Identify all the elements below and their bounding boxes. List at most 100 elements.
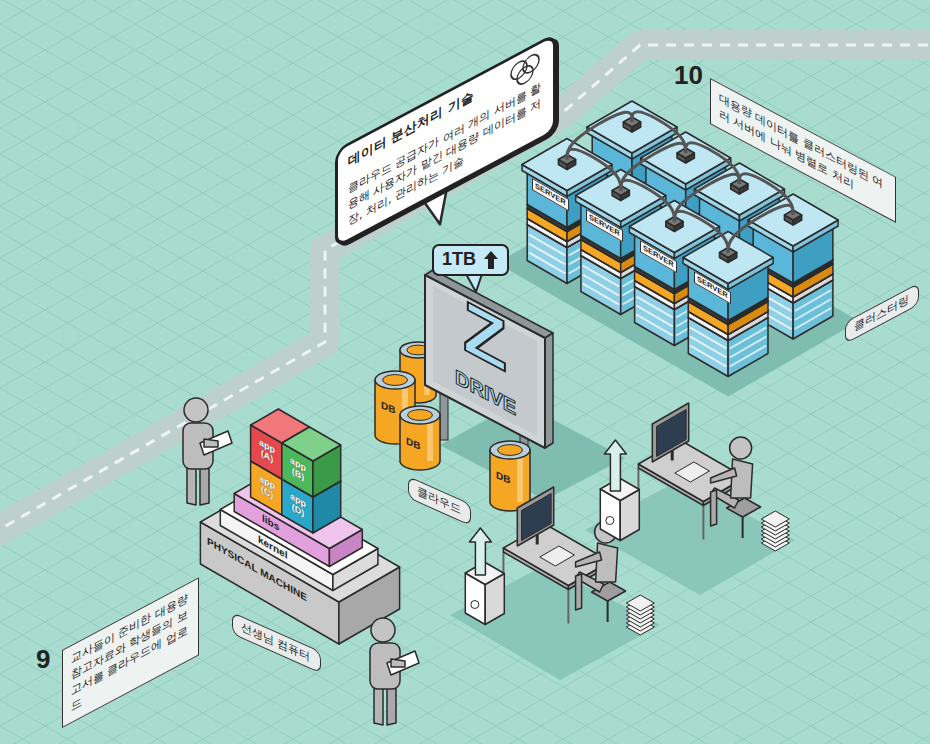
cable	[567, 112, 632, 159]
grid-line	[0, 726, 930, 744]
desk-leg	[702, 506, 704, 540]
sign-panel	[425, 275, 545, 448]
db-lid	[498, 445, 523, 456]
grid-line	[0, 232, 930, 744]
server-stripe	[529, 253, 565, 274]
grid-line	[0, 423, 930, 744]
person	[576, 574, 582, 610]
db-lid	[383, 375, 408, 386]
grid-line	[0, 0, 930, 492]
upload-arrow	[604, 440, 626, 491]
callout-number: 9	[36, 646, 50, 672]
person	[711, 468, 737, 483]
person	[374, 685, 383, 725]
keyboard	[540, 546, 575, 566]
person	[711, 490, 717, 526]
monitor	[652, 403, 688, 462]
grid-line	[0, 50, 930, 587]
server-stripe	[730, 337, 766, 358]
cable	[621, 143, 686, 190]
grid-line	[0, 475, 930, 744]
db-highlight	[427, 419, 433, 461]
person	[391, 659, 405, 667]
server-stripe	[795, 299, 831, 320]
cable	[674, 174, 739, 221]
grid-line	[0, 59, 930, 596]
grid-line	[0, 0, 930, 457]
monitor-stand	[671, 451, 674, 461]
grid-line	[0, 735, 930, 744]
desk-leg	[567, 590, 569, 624]
grid-line	[0, 241, 930, 744]
person-head	[184, 398, 208, 422]
server-stripe	[636, 306, 672, 327]
person	[576, 552, 602, 567]
grid-line	[0, 0, 930, 405]
grid-line	[0, 709, 930, 744]
db-lid	[375, 371, 415, 389]
grid-line	[0, 0, 930, 466]
note-box: 교사들이 준비한 대용량 참고자료와 학생들의 보고서를 클라우드에 업로드	[62, 577, 199, 728]
server-stripe	[795, 308, 831, 329]
capacity-bubble: 1TB	[432, 244, 509, 276]
server-stripe	[730, 346, 766, 367]
pc-button	[471, 601, 479, 609]
server-stripe	[529, 244, 565, 265]
cloud-storage	[375, 270, 553, 511]
grid-line	[0, 310, 930, 744]
physical-machine	[183, 398, 419, 725]
capacity-text: 1TB	[442, 249, 477, 271]
grid-line	[0, 518, 930, 744]
db-lid	[400, 406, 440, 424]
cable	[621, 180, 675, 221]
road-dash	[0, 45, 930, 535]
paper-stack	[626, 595, 654, 611]
cable	[739, 174, 793, 215]
plate-text: 클러스터링	[854, 291, 910, 335]
tablet	[387, 651, 419, 675]
person	[200, 465, 209, 505]
server-stripe	[636, 315, 672, 336]
grid-line	[0, 319, 930, 744]
grid-line	[0, 683, 930, 744]
grid-line	[0, 24, 930, 561]
grid-line	[0, 258, 930, 744]
cable	[567, 149, 621, 190]
upload-arrow	[469, 528, 491, 575]
person	[596, 543, 618, 582]
person	[204, 439, 218, 447]
up-arrow-icon	[483, 250, 499, 270]
grid-line	[0, 0, 930, 24]
grid-line	[0, 362, 930, 744]
grid-line	[0, 440, 930, 744]
server-stripe	[690, 337, 726, 358]
monitor-stand	[536, 535, 539, 545]
person-head	[371, 618, 395, 642]
server-stripe	[583, 275, 619, 296]
db-lid	[408, 410, 433, 421]
db-lid	[490, 441, 530, 459]
callout-number: 10	[674, 62, 703, 88]
cable	[686, 143, 740, 184]
grid-line	[0, 137, 930, 674]
keyboard	[675, 462, 710, 482]
workstations	[465, 403, 789, 635]
grid-line	[0, 33, 930, 570]
person	[387, 685, 396, 725]
up-arrow	[484, 251, 498, 269]
grid-line	[0, 111, 930, 648]
paper-stack	[761, 511, 789, 527]
bubble-tail	[466, 274, 482, 292]
icon-ring	[517, 63, 533, 88]
name-plate: 클라우드	[408, 476, 471, 526]
person	[731, 459, 753, 498]
tablet	[200, 431, 232, 455]
cable	[632, 112, 686, 153]
server-stripe	[690, 346, 726, 367]
server-lid	[748, 194, 838, 246]
grid-line	[0, 449, 930, 744]
grid-line	[0, 0, 930, 483]
monitor-screen	[657, 410, 687, 457]
